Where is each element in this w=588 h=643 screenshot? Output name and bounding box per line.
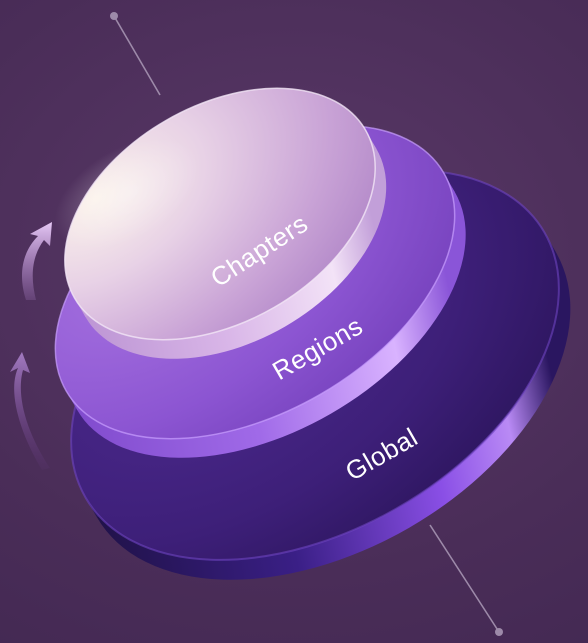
axis-line (110, 12, 503, 636)
layer-chapters (54, 87, 387, 359)
axis-top-dot (110, 12, 118, 20)
axis-bottom-dot (495, 628, 503, 636)
arrow-inner-icon (22, 222, 52, 300)
arrow-outer-icon (10, 352, 50, 470)
rotation-arrow-inner (22, 222, 52, 300)
rotation-arrow-outer (10, 352, 50, 470)
